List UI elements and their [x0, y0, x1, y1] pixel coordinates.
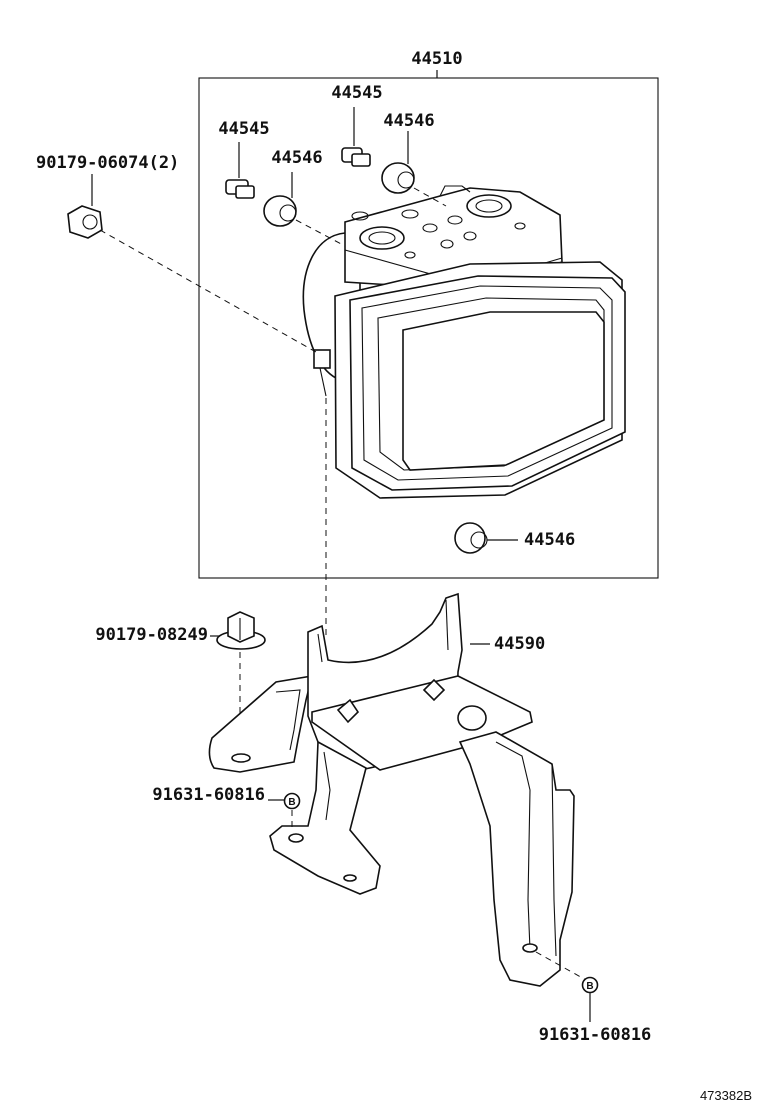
label-nut-bracket: 90179-08249	[95, 625, 208, 645]
label-union-left: 44545	[218, 119, 269, 139]
bracket-assembly	[208, 592, 575, 987]
port-right	[466, 194, 512, 218]
label-bolt-top-left: 90179-06074(2)	[36, 153, 179, 173]
bolt-b-badge-left: B	[283, 792, 301, 810]
svg-text:B: B	[288, 797, 295, 808]
label-bolt-lower-right: 91631-60816	[539, 1025, 652, 1045]
diagram-reference-code: 473382B	[700, 1088, 752, 1103]
union-fitting-right	[341, 147, 371, 167]
bolt-b-badge-right: B	[581, 976, 599, 994]
assembly-enclosure-box	[198, 77, 659, 579]
label-union-right: 44545	[331, 83, 382, 103]
cushion-lower	[454, 522, 488, 554]
label-assembly: 44510	[411, 49, 462, 69]
port-left	[359, 226, 405, 250]
label-cushion-lower: 44546	[524, 530, 575, 550]
bolt-top-left	[67, 205, 103, 239]
label-cushion-left: 44546	[271, 148, 322, 168]
nut-bracket	[216, 611, 266, 650]
label-bracket: 44590	[494, 634, 545, 654]
abs-actuator-unit	[302, 185, 626, 499]
cushion-right	[381, 162, 415, 194]
label-bolt-lower-left: 91631-60816	[152, 785, 265, 805]
label-cushion-right: 44546	[383, 111, 434, 131]
svg-text:B: B	[586, 981, 593, 992]
cushion-left	[263, 195, 297, 227]
union-fitting-left	[225, 179, 255, 199]
